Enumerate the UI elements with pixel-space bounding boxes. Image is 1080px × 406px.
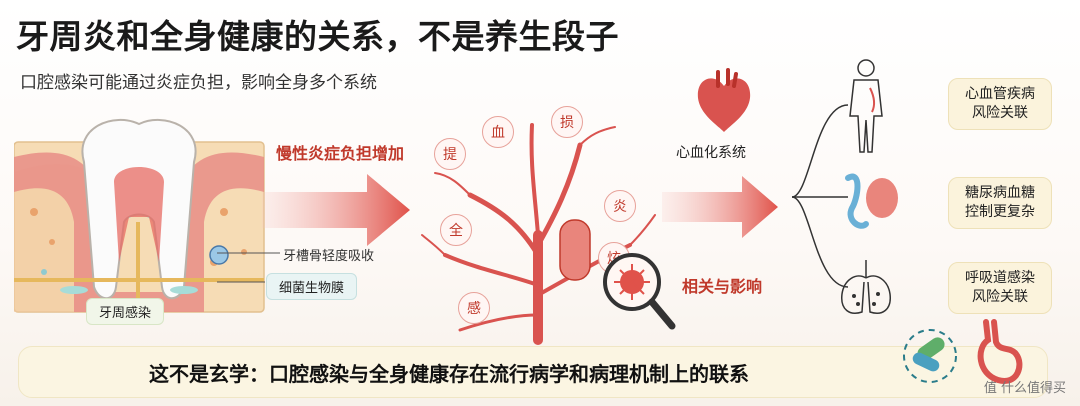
branch-lines — [791, 104, 849, 288]
arrow-right-icon-2 — [662, 176, 778, 238]
human-body-icon — [849, 59, 883, 153]
page-subtitle: 口腔感染可能通过炎症负担，影响全身多个系统 — [20, 73, 377, 93]
watermark: 值 什么值得买 — [983, 381, 1066, 396]
blood-vessel-tree-icon — [421, 123, 656, 345]
vessel-char-4: 炎 — [604, 190, 636, 222]
magnifier-bacteria-icon — [603, 253, 676, 330]
cardio-system-label: 心血化系统 — [676, 145, 746, 161]
related-impact-label: 相关与影响 — [682, 277, 763, 296]
heart-icon — [697, 68, 751, 132]
chronic-inflammation-label: 慢性炎症负担增加 — [276, 144, 405, 163]
bone-resorption-label: 牙槽骨轻度吸收 — [283, 249, 375, 264]
pancreas-icon — [845, 173, 898, 229]
stomach-icon — [977, 319, 1023, 384]
outcome-card-respiratory: 呼吸道感染 风险关联 — [948, 262, 1052, 314]
tooth-illustration — [13, 112, 274, 322]
lungs-icon — [841, 260, 891, 314]
vessel-char-5: 全 — [440, 214, 472, 246]
label-leader-lines — [217, 252, 280, 283]
vessel-char-3: 提 — [434, 138, 466, 170]
summary-banner-text: 这不是玄学：口腔感染与全身健康存在流行病学和病理机制上的联系 — [149, 361, 749, 386]
vessel-char-6: 感 — [458, 292, 490, 324]
summary-banner: 这不是玄学：口腔感染与全身健康存在流行病学和病理机制上的联系 — [18, 346, 1048, 398]
bacteria-icon — [903, 329, 957, 383]
arrow-right-icon — [262, 174, 410, 246]
page-title: 牙周炎和全身健康的关系，不是养生段子 — [16, 17, 619, 56]
outcome-card-diabetes: 糖尿病血糖 控制更复杂 — [948, 177, 1052, 229]
periodontal-infection-label: 牙周感染 — [86, 298, 165, 325]
outcome-card-cardio: 心血管疾病 风险关联 — [948, 78, 1052, 130]
vessel-char-2: 损 — [551, 106, 583, 138]
vessel-char-1: 血 — [482, 116, 514, 148]
biofilm-label: 细菌生物膜 — [266, 273, 358, 300]
